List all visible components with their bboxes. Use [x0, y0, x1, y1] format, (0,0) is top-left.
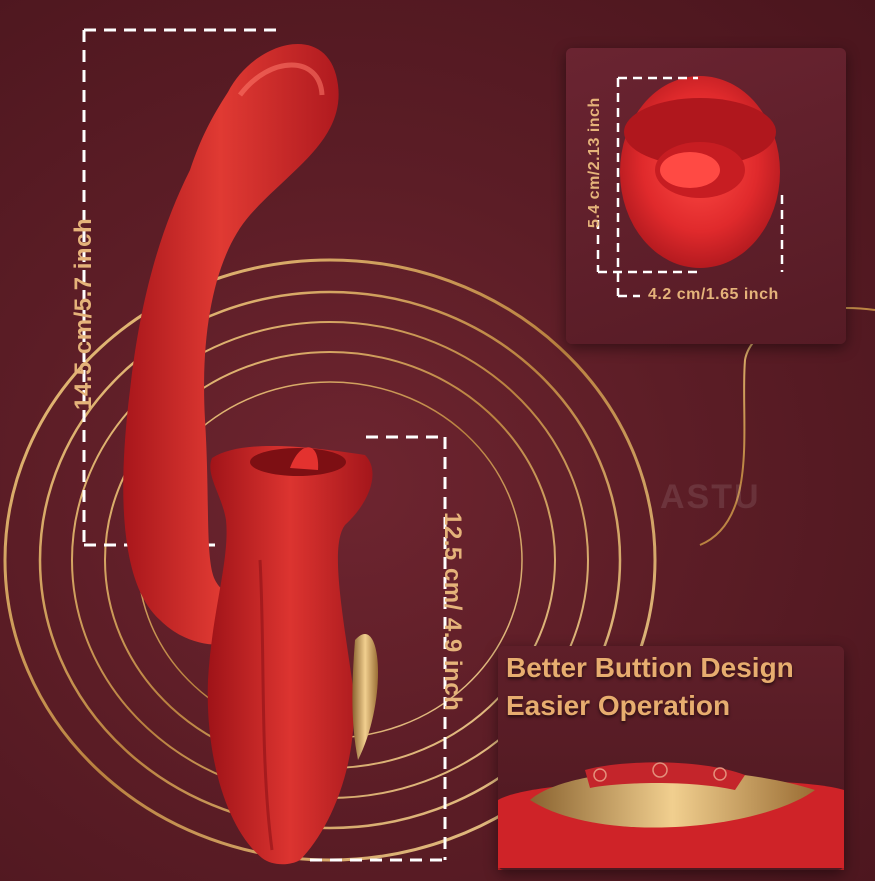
arm-length-label: 14.5 cm/5.7 inch	[70, 217, 97, 410]
feature-title-line1: Better Buttion Design	[506, 652, 794, 683]
head-width-label: 4.2 cm/1.65 inch	[648, 286, 779, 303]
body-height-label: 12.5 cm/ 4.9 inch	[439, 512, 466, 712]
product-body	[207, 445, 373, 865]
feature-title-line2: Easier Operation	[506, 690, 731, 721]
feature-panel: Better Buttion Design Easier Operation	[498, 646, 844, 870]
brand-watermark: ASTU	[660, 478, 761, 516]
product-arm	[123, 44, 339, 645]
dimension-lines-body	[310, 435, 447, 862]
head-height-label: 5.4 cm/2.13 inch	[586, 97, 603, 228]
